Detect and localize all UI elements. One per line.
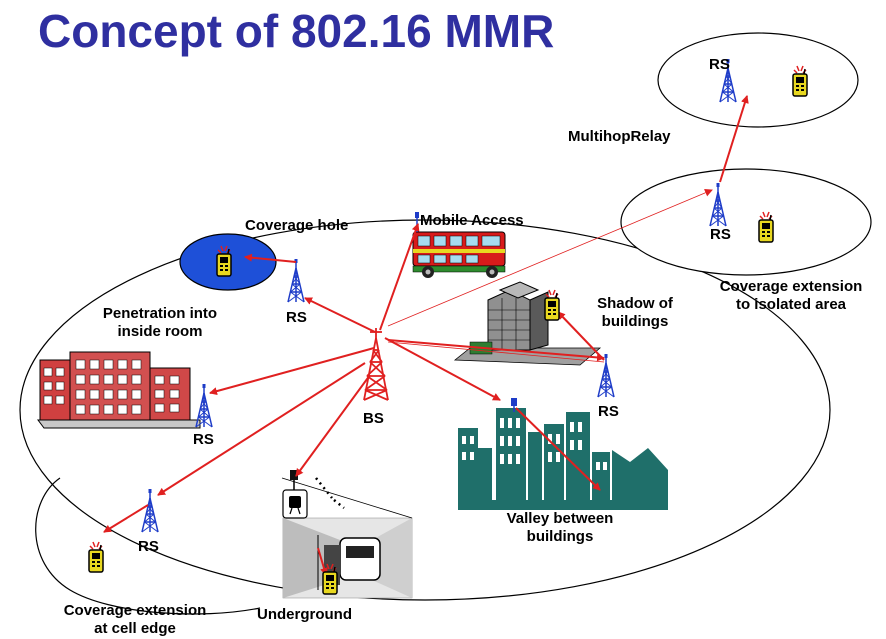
coverage-edge-label: Coverage extension at cell edge [30, 602, 240, 638]
coverage-edge-line-1: Coverage extension [63, 602, 207, 619]
underground-label: Underground [257, 606, 352, 623]
city-skyline-icon [458, 408, 668, 510]
rs-top-label: RS [709, 56, 730, 73]
shadow-label: Shadow of buildings [575, 295, 695, 331]
handset-edge-icon [88, 541, 104, 573]
rs-room-label: RS [193, 431, 214, 448]
isolated-cell-boundary [620, 168, 872, 276]
coverage-edge-line-2: at cell edge [94, 620, 176, 637]
relay-links [103, 95, 749, 576]
edge-cell-boundary [35, 477, 261, 615]
bs-tower-icon [363, 328, 389, 401]
bus-icon [412, 212, 506, 278]
office-tower-icon [453, 281, 602, 366]
valley-line-2: buildings [526, 528, 594, 545]
bs-label: BS [363, 410, 384, 427]
coverage-hole-label: Coverage hole [245, 217, 349, 234]
valley-line-1: Valley between [506, 510, 614, 527]
rs-isolated-label: RS [710, 226, 731, 243]
office-building-icon [37, 351, 201, 429]
subway-tunnel-icon [281, 470, 413, 599]
thin-links [387, 189, 713, 363]
rs-hole-label: RS [286, 309, 307, 326]
valley-label: Valley between buildings [480, 510, 640, 546]
rs-valley-mast-icon [511, 398, 517, 412]
handset-shadow-icon [544, 289, 560, 321]
multihop-relay-label: MultihopRelay [568, 128, 671, 145]
mobile-access-label: Mobile Access [420, 212, 524, 229]
city-windows [462, 418, 607, 470]
coverage-isolated-label: Coverage extension to isolated area [696, 278, 886, 314]
rs-edge-label: RS [138, 538, 159, 555]
penetration-label: Penetration into inside room [80, 305, 240, 341]
top-cell-boundary [657, 32, 859, 128]
main-cell-boundary [19, 219, 831, 601]
page-title: Concept of 802.16 MMR [38, 5, 555, 57]
coverage-isolated-line-1: Coverage extension [719, 278, 863, 295]
coverage-isolated-line-2: to isolated area [735, 296, 847, 313]
rs-tower-shadow-icon [597, 353, 615, 398]
shadow-line-1: Shadow of [597, 295, 673, 312]
shadow-line-2: buildings [601, 313, 669, 330]
penetration-line-1: Penetration into [102, 305, 218, 322]
penetration-line-2: inside room [117, 323, 203, 340]
rs-tower-hole-icon [287, 258, 305, 303]
rs-shadow-label: RS [598, 403, 619, 420]
rs-tower-edge-icon [141, 488, 159, 533]
